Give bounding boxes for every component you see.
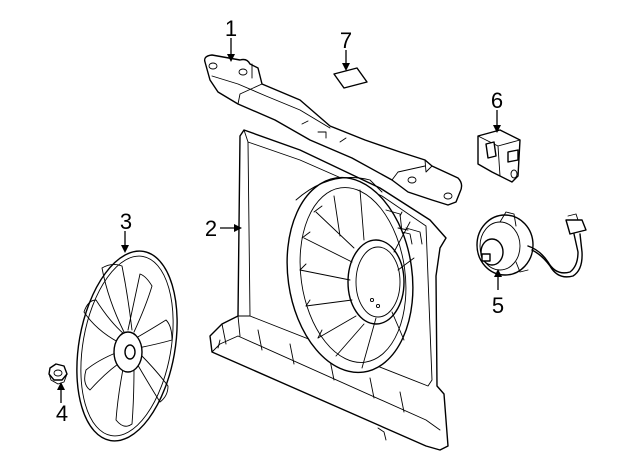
callout-1: 1 (225, 16, 237, 41)
callout-6: 6 (491, 88, 503, 113)
callout-5: 5 (492, 293, 504, 318)
fan-part (76, 250, 178, 442)
fan-shroud-part (209, 129, 449, 451)
relay-part (477, 129, 521, 183)
callout-3: 3 (120, 209, 132, 234)
nut-part (48, 363, 68, 385)
callout-7: 7 (340, 28, 352, 53)
callout-2: 2 (205, 216, 217, 241)
callout-4: 4 (56, 401, 68, 426)
upper-bracket-part (203, 54, 463, 206)
callout-labels: 1 2 3 4 5 6 7 (56, 16, 504, 426)
callout-leaders (57, 38, 502, 403)
label-part (333, 67, 368, 89)
fan-motor-part (476, 211, 587, 278)
